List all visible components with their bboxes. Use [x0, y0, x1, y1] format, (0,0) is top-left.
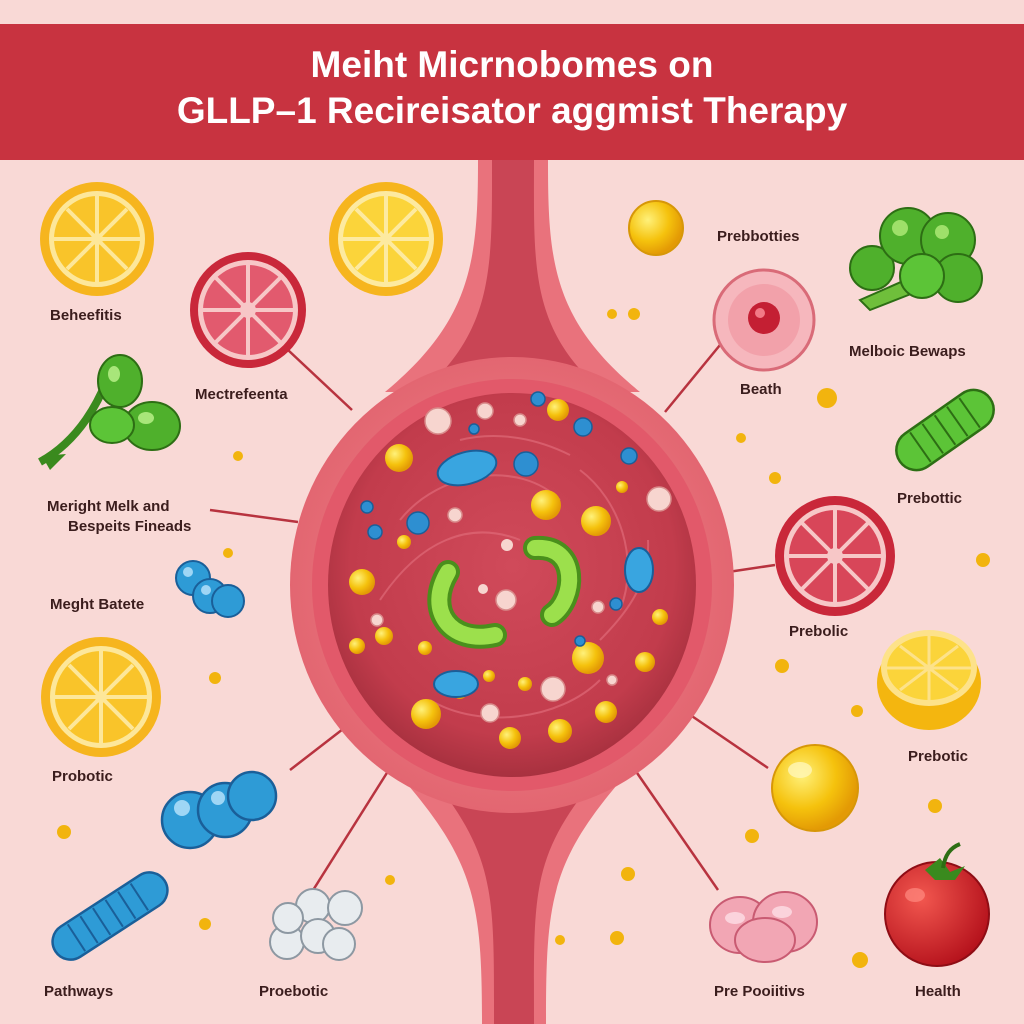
label-weight-milk-line1: Meright Melk and: [47, 498, 170, 515]
label-pre-poolitvs: Pre Pooiitivs: [714, 983, 805, 1000]
label-benefits: Beheefitis: [50, 307, 122, 324]
orange-slice-icon: [40, 182, 154, 296]
label-mectrefeenta: Mectrefeenta: [195, 386, 288, 403]
label-prebottic-right: Prebottic: [897, 490, 963, 507]
title-line-1: Meiht Micrnobomes on: [310, 44, 714, 85]
title-line-2: GLLP–1 Recireisator aggmist Therapy: [176, 90, 848, 131]
green-bacillus-icon: [895, 388, 995, 472]
striped-bacillus-icon: [51, 871, 169, 961]
pink-cluster-icon: [709, 891, 818, 963]
pink-cell-icon: [712, 268, 816, 372]
title-banner: [0, 24, 1024, 160]
white-cluster-icon: [269, 888, 363, 961]
background-dots: [57, 308, 990, 968]
grapefruit-slice-icon: [190, 252, 306, 368]
lemon-slice-icon: [329, 182, 443, 296]
label-beath: Beath: [740, 381, 782, 398]
label-pathways: Pathways: [44, 983, 114, 1000]
blue-bacillus-icon: [160, 770, 278, 850]
tomato-icon: [884, 842, 990, 967]
label-melboic: Melboic Bewaps: [849, 343, 966, 360]
gut-microbes: [349, 391, 672, 749]
lemon-slice-icon-2: [877, 630, 981, 730]
yellow-ball-icon: [628, 200, 684, 256]
label-probotic-left: Probotic: [52, 768, 113, 785]
label-meght-batete: Meght Batete: [50, 596, 145, 613]
blue-bacteria-icon: [175, 560, 245, 618]
yellow-sphere-icon: [771, 744, 859, 832]
label-prebolic-mid: Prebolic: [789, 623, 849, 640]
orange-slice-icon-2: [41, 637, 161, 757]
grapefruit-slice-icon-2: [775, 496, 895, 616]
label-prebbotties: Prebbotties: [717, 228, 800, 245]
broccoli-icon: [849, 207, 983, 312]
intestine-tube: [385, 160, 640, 1024]
label-prebotic-right: Prebotic: [908, 748, 969, 765]
label-weight-milk-line2: Bespeits Fineads: [68, 518, 192, 535]
label-health: Health: [915, 983, 961, 1000]
connector-lines: [209, 344, 776, 896]
label-proebotic-bottom: Proebotic: [259, 983, 329, 1000]
pea-pod-icon: [38, 354, 181, 470]
